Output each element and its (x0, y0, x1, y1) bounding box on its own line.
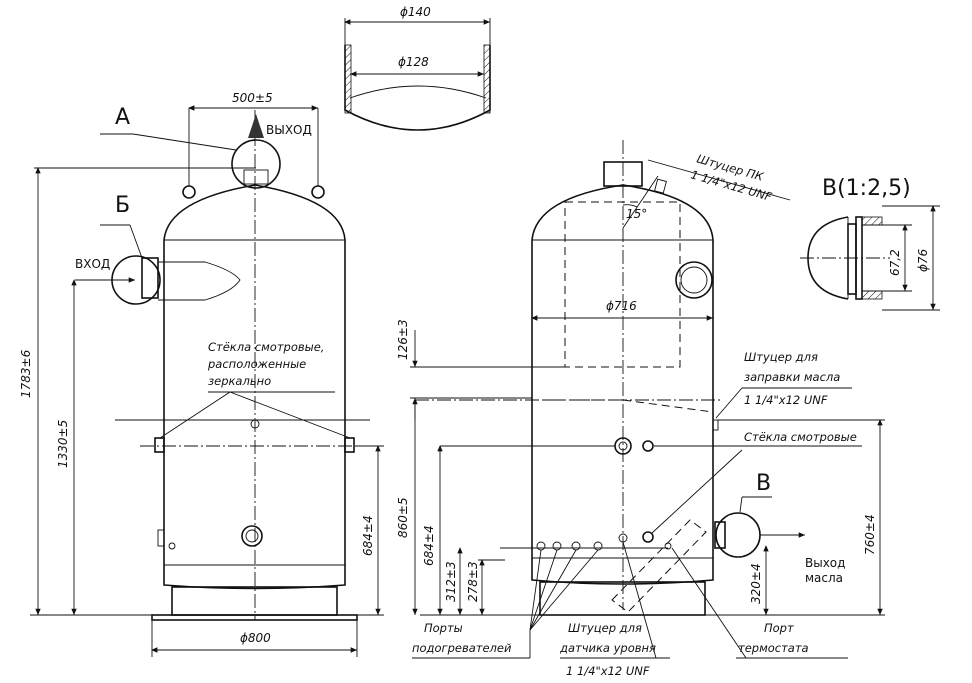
ports-low-dimension: 278±3 (466, 561, 480, 602)
cap-inner-diameter: ϕ128 (398, 55, 429, 69)
sight-glasses-note-line2: расположенные (207, 357, 306, 371)
lug-span-dimension: 500±5 (232, 91, 273, 105)
glass-height-right-dimension: 684±4 (422, 525, 436, 566)
oil-fill-note-line3: 1 1/4"x12 UNF (744, 393, 828, 407)
thermostat-note-line1: Порт (764, 621, 794, 635)
detail-v-view: В(1:2,5) 67,2 ϕ76 (800, 176, 940, 311)
angle-dimension: 15° (626, 207, 647, 221)
thermostat-note-line2: термостата (738, 641, 809, 655)
oil-outlet-label-line2: масла (805, 571, 843, 585)
detail-inner-dimension: 67,2 (888, 249, 902, 276)
sight-glasses-right-note: Стёкла смотровые (744, 430, 857, 444)
total-height-dimension: 1783±6 (19, 349, 33, 398)
glass-offset-dimension: 126±3 (396, 319, 410, 360)
left-vessel-view: ВЫХОД А 500±5 ВХОД Б Стёкла смотровые, р… (19, 91, 384, 657)
shell-diameter-dimension: ϕ716 (606, 299, 637, 313)
level-height-dimension: 860±5 (396, 497, 410, 538)
sight-glasses-note-line3: зеркально (208, 374, 271, 388)
cap-section-view: ϕ140 ϕ128 (344, 5, 491, 131)
detail-scale-label: В(1:2,5) (822, 176, 911, 201)
oil-outlet-label-line1: Выход (805, 556, 845, 570)
oil-fill-note-line2: заправки масла (744, 370, 840, 384)
thermostat-height-dimension: 320±4 (749, 563, 763, 604)
outlet-label: ВЫХОД (266, 123, 312, 137)
heater-ports-note-line1: Порты (424, 621, 463, 635)
glass-height-left-dimension: 684±4 (361, 515, 375, 556)
sight-glasses-note-line1: Стёкла смотровые, (208, 340, 324, 354)
view-label-a: А (115, 105, 130, 130)
ports-high-dimension: 312±3 (444, 561, 458, 602)
heater-ports-note-line2: подогревателей (412, 641, 512, 655)
inlet-label: ВХОД (75, 257, 110, 271)
oil-out-height-dimension: 760±4 (863, 514, 877, 555)
base-diameter-dimension: ϕ800 (240, 631, 271, 645)
detail-outer-dimension: ϕ76 (916, 248, 930, 272)
level-sensor-note-line1: Штуцер для (568, 621, 642, 635)
right-vessel-view: 15° Штуцер ПК 1 1/4"x12 UNF ϕ716 Стёкла … (396, 140, 885, 678)
inlet-height-dimension: 1330±5 (56, 420, 70, 468)
level-sensor-note-line2: датчика уровня (559, 641, 656, 655)
cap-outer-diameter: ϕ140 (400, 5, 431, 19)
view-label-v: В (756, 471, 771, 496)
oil-fill-note-line1: Штуцер для (744, 350, 818, 364)
view-label-b: Б (115, 193, 130, 218)
level-sensor-note-line3: 1 1/4"x12 UNF (566, 664, 650, 678)
